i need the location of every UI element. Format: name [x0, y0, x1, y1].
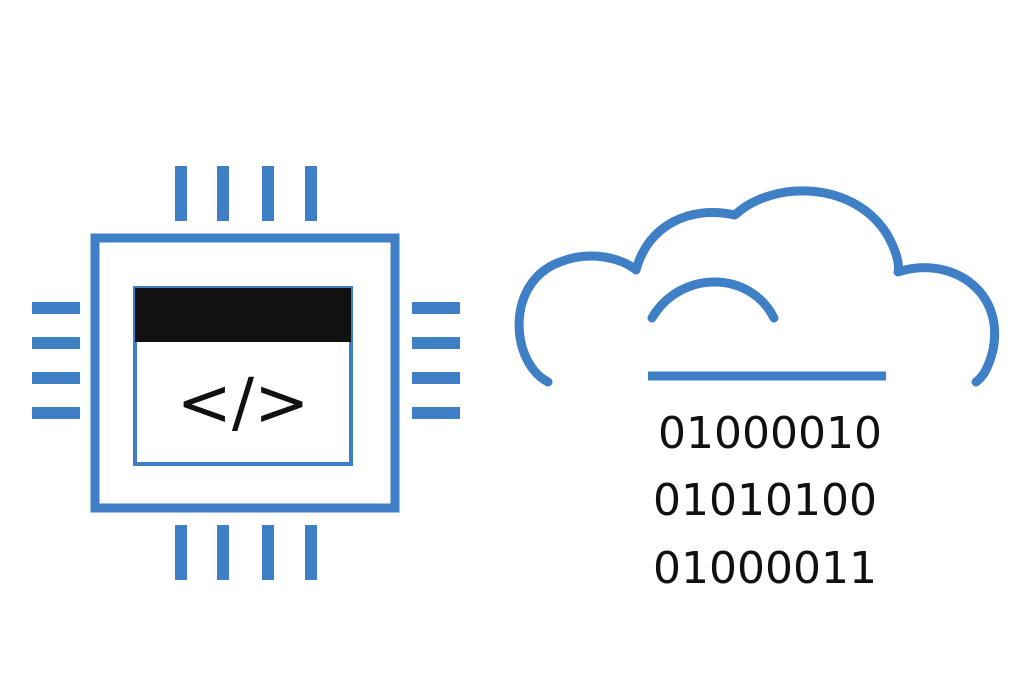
- chip-pin: [217, 166, 229, 221]
- chip-top-pins: [175, 166, 317, 221]
- chip-pin: [32, 372, 80, 384]
- chip-pin: [32, 337, 80, 349]
- code-window-icon: </>: [133, 286, 353, 466]
- code-window-titlebar: [135, 288, 351, 342]
- chip-pin: [412, 372, 460, 384]
- chip-pin: [262, 166, 274, 221]
- cloud-icon: [514, 186, 1000, 387]
- chip-pin: [305, 525, 317, 580]
- chip-pin: [217, 525, 229, 580]
- binary-code: 01000010 01010100 01000011: [653, 408, 882, 594]
- chip-pin: [175, 525, 187, 580]
- microchip-icon: </>: [32, 166, 460, 580]
- chip-pin: [32, 407, 80, 419]
- cloud-inner-arc: [647, 277, 779, 323]
- chip-body: [90, 233, 400, 513]
- chip-pin: [305, 166, 317, 221]
- chip-pin: [175, 166, 187, 221]
- chip-right-pins: [412, 302, 460, 419]
- binary-line-3: 01000011: [653, 543, 877, 594]
- binary-line-2: 01010100: [653, 475, 877, 526]
- chip-pin: [412, 302, 460, 314]
- binary-line-1: 01000010: [658, 408, 882, 459]
- code-symbol: </>: [177, 364, 310, 441]
- cloud-outline: [514, 186, 1000, 387]
- chip-pin: [412, 407, 460, 419]
- chip-pin: [32, 302, 80, 314]
- chip-pin: [262, 525, 274, 580]
- chip-pin: [412, 337, 460, 349]
- chip-bottom-pins: [175, 525, 317, 580]
- chip-left-pins: [32, 302, 80, 419]
